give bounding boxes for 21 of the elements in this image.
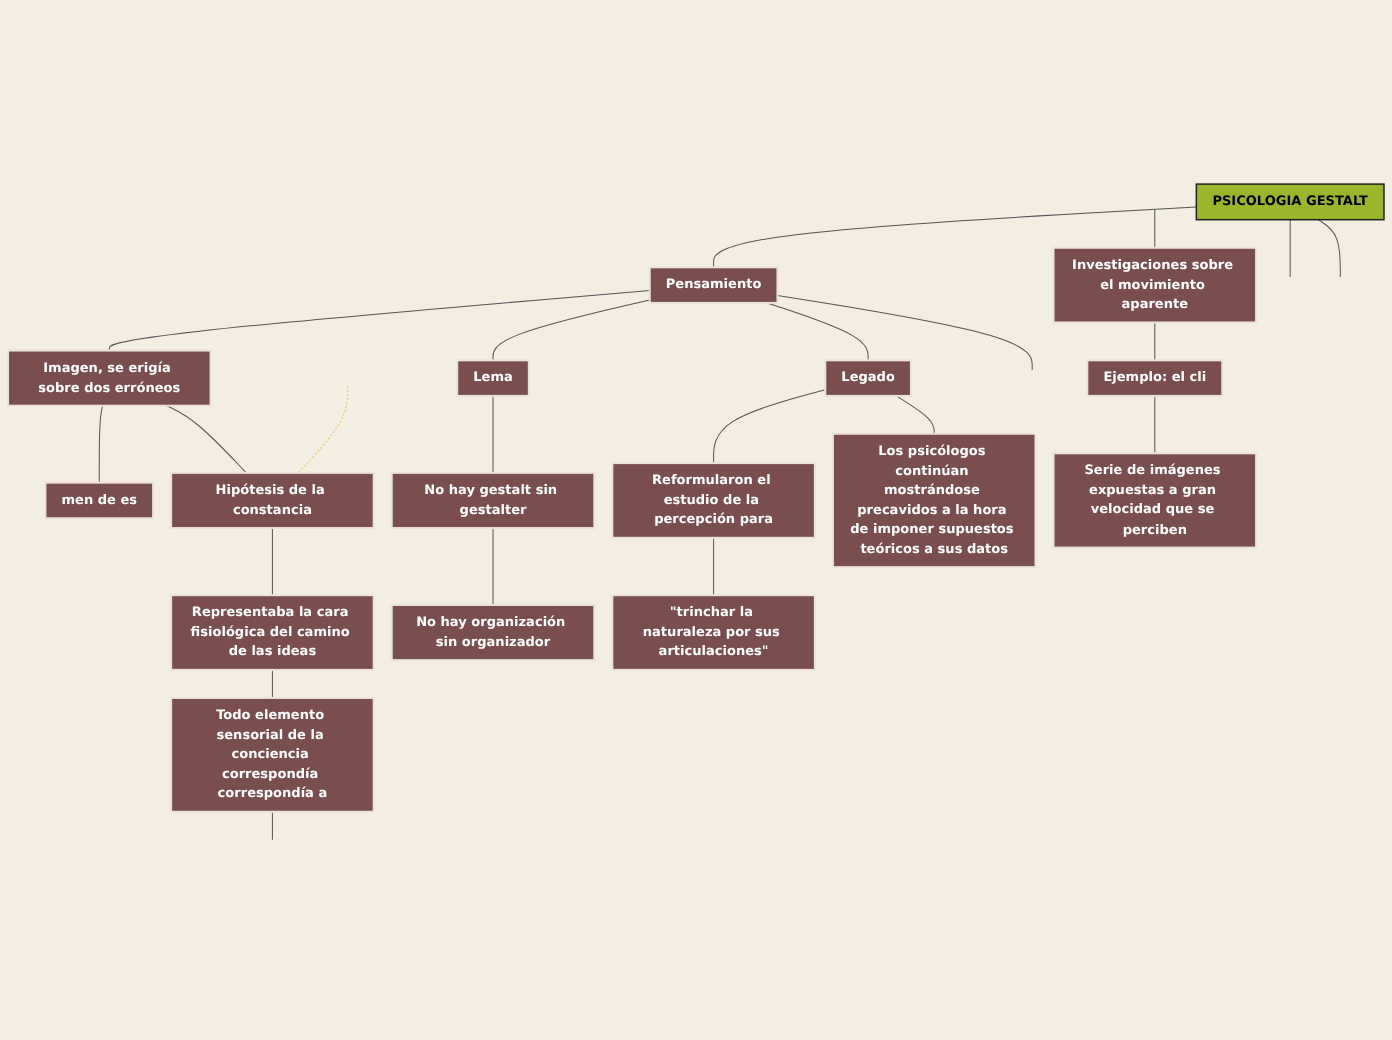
connector	[98, 405, 104, 484]
connector	[492, 299, 651, 361]
connector	[766, 302, 869, 361]
connector	[271, 811, 273, 841]
connector	[895, 395, 935, 435]
connector	[1154, 321, 1156, 361]
connector	[713, 389, 826, 464]
connector	[271, 527, 273, 596]
connector	[271, 669, 273, 699]
connector	[776, 294, 1033, 371]
connector	[1289, 219, 1291, 278]
connector	[492, 395, 494, 474]
connector	[1154, 209, 1156, 249]
connector	[713, 537, 715, 596]
connector	[492, 527, 494, 606]
connector	[713, 206, 1197, 268]
connector	[297, 385, 349, 474]
connector	[108, 290, 651, 352]
connector	[1317, 219, 1341, 278]
connector	[1154, 395, 1156, 454]
connector	[166, 405, 247, 474]
